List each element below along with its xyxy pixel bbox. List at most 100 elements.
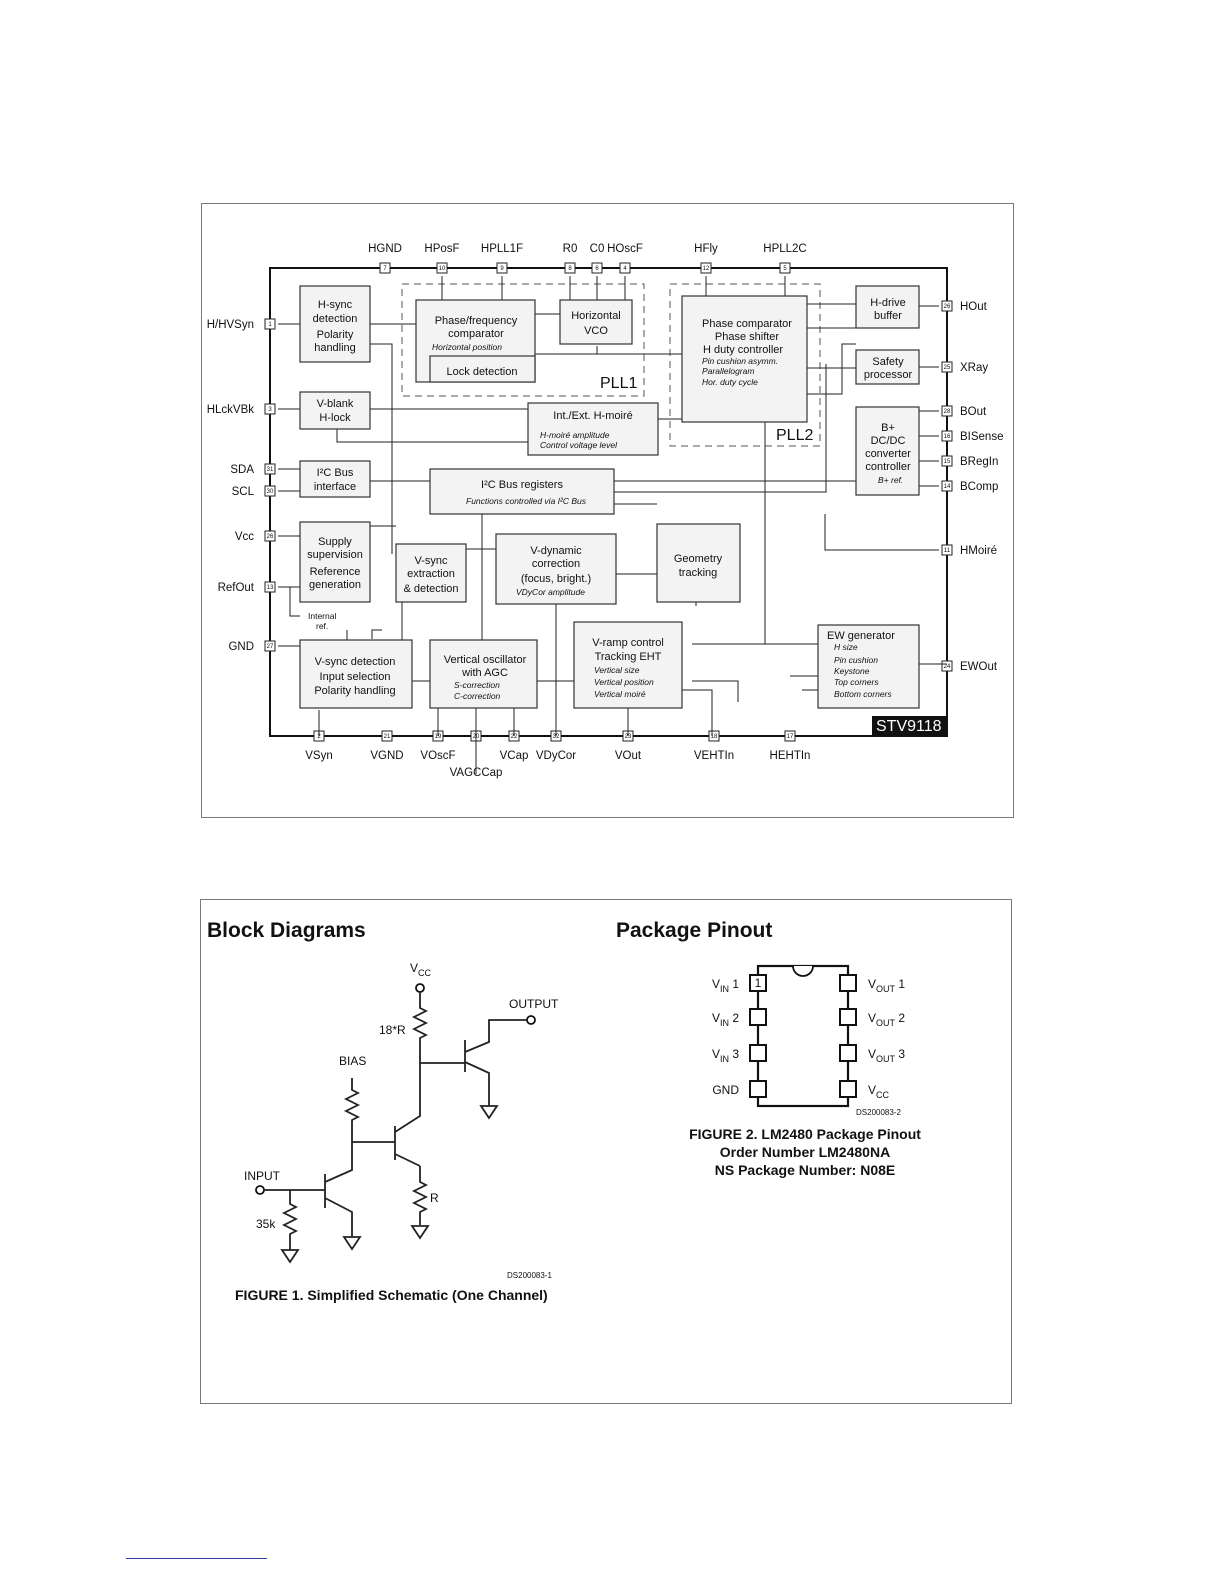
- pin-number: 11: [944, 548, 951, 554]
- pin-number: 10: [439, 266, 446, 272]
- svg-text:Vertical oscillator: Vertical oscillator: [444, 654, 527, 666]
- pinout-left-3: VIN 3: [712, 1044, 767, 1064]
- svg-text:Vertical size: Vertical size: [594, 665, 640, 675]
- svg-text:processor: processor: [864, 369, 913, 381]
- pin-number: 14: [944, 484, 951, 490]
- pin-name: VEHTIn: [694, 750, 734, 762]
- pin-name: VOut: [615, 750, 642, 762]
- svg-text:V-sync: V-sync: [414, 555, 448, 567]
- input-terminal: [255, 1185, 265, 1195]
- svg-text:Top corners: Top corners: [834, 677, 879, 687]
- svg-text:Horizontal: Horizontal: [571, 310, 621, 322]
- svg-text:& detection: & detection: [403, 583, 458, 595]
- pin-name: VDyCor: [536, 750, 576, 762]
- block-i2c-interface: I²C Bus interface: [299, 460, 371, 498]
- pinout-label: VCC: [868, 1083, 890, 1100]
- figure1-caption: FIGURE 1. Simplified Schematic (One Chan…: [235, 1287, 548, 1303]
- svg-text:H size: H size: [834, 642, 858, 652]
- r-emitter-label: R: [430, 1191, 439, 1205]
- pin-left-0: 1 H/HVSyn: [207, 318, 276, 331]
- svg-text:I²C Bus: I²C Bus: [317, 467, 354, 479]
- svg-text:H-lock: H-lock: [319, 412, 351, 424]
- pin-name: HLckVBk: [207, 404, 255, 416]
- pin-top-4: 6C0: [590, 243, 604, 274]
- svg-text:correction: correction: [532, 558, 580, 570]
- block-phase-comparator: Phase comparator Phase shifter H duty co…: [681, 295, 808, 423]
- chip-label: STV9118: [876, 718, 942, 735]
- pin-number: 22: [511, 734, 518, 740]
- bias-label: BIAS: [339, 1054, 366, 1068]
- pin-name: HPLL2C: [763, 243, 806, 255]
- pin-name: BComp: [960, 481, 998, 493]
- pinout-label: VIN 3: [712, 1047, 739, 1064]
- svg-text:interface: interface: [314, 481, 356, 493]
- pin-number: 32: [553, 734, 560, 740]
- svg-text:tracking: tracking: [679, 567, 718, 579]
- pin-number: 21: [384, 734, 391, 740]
- svg-text:Phase comparator: Phase comparator: [702, 318, 792, 330]
- pin-number: 1: [268, 322, 272, 328]
- svg-text:Int./Ext. H-moiré: Int./Ext. H-moiré: [553, 410, 632, 422]
- pinout-right-4: VCC: [839, 1080, 890, 1100]
- svg-text:Parallelogram: Parallelogram: [702, 366, 754, 376]
- svg-text:buffer: buffer: [874, 310, 902, 322]
- block-ew-generator: EW generator H size Pin cushion Keystone…: [817, 624, 920, 709]
- internal-ref-label-2: ref.: [316, 621, 328, 631]
- pinout-label: VIN 2: [712, 1011, 739, 1028]
- pin-number: 2: [317, 734, 321, 740]
- block-hsync: H-sync detection Polarity handling: [299, 285, 371, 363]
- input-transistor: [264, 1144, 353, 1237]
- svg-text:Safety: Safety: [872, 356, 904, 368]
- block-diagrams-heading: Block Diagrams: [207, 919, 366, 942]
- svg-text:Pin cushion asymm.: Pin cushion asymm.: [702, 356, 778, 366]
- svg-text:B+: B+: [881, 422, 895, 434]
- block-safety-processor: Safety processor: [855, 349, 920, 385]
- resistor-35k: [281, 1190, 299, 1250]
- pin-name: HMoiré: [960, 545, 997, 557]
- pin-number: 9: [500, 266, 504, 272]
- pin-name: SCL: [232, 486, 255, 498]
- svg-text:Polarity handling: Polarity handling: [314, 685, 395, 697]
- svg-text:Supply: Supply: [318, 536, 352, 548]
- block-horizontal-vco: Horizontal VCO: [559, 299, 633, 345]
- pin-name: R0: [563, 243, 578, 255]
- pin-name: HPLL1F: [481, 243, 523, 255]
- pin-right-6: 11 HMoiré: [941, 544, 997, 557]
- pll1-region: [401, 283, 645, 397]
- svg-text:C-correction: C-correction: [454, 691, 501, 701]
- package-notch: [792, 965, 814, 977]
- pin-number: 7: [383, 266, 387, 272]
- output-label: OUTPUT: [509, 997, 559, 1011]
- svg-text:Polarity: Polarity: [317, 329, 354, 341]
- pin-name: HEHTIn: [770, 750, 811, 762]
- pin-name: H/HVSyn: [207, 319, 254, 331]
- svg-text:B+ ref.: B+ ref.: [878, 475, 903, 485]
- pin-name: HPosF: [424, 243, 459, 255]
- svg-text:Vertical position: Vertical position: [594, 677, 654, 687]
- svg-text:Geometry: Geometry: [674, 553, 723, 565]
- svg-text:H-sync: H-sync: [318, 299, 353, 311]
- pin-number: 28: [944, 409, 951, 415]
- footer-rule: [126, 1558, 267, 1559]
- svg-text:Control voltage level: Control voltage level: [540, 440, 618, 450]
- pin-number: 25: [944, 365, 951, 371]
- pin-number: 13: [267, 585, 274, 591]
- block-i2c-registers: I²C Bus registers Functions controlled v…: [429, 468, 615, 515]
- ground-4: [280, 1249, 300, 1264]
- lm2480-svg: Block Diagrams Package Pinout VCC 18*R O…: [207, 919, 921, 1303]
- svg-text:V-sync detection: V-sync detection: [315, 656, 396, 668]
- r-input-label: 35k: [256, 1217, 276, 1231]
